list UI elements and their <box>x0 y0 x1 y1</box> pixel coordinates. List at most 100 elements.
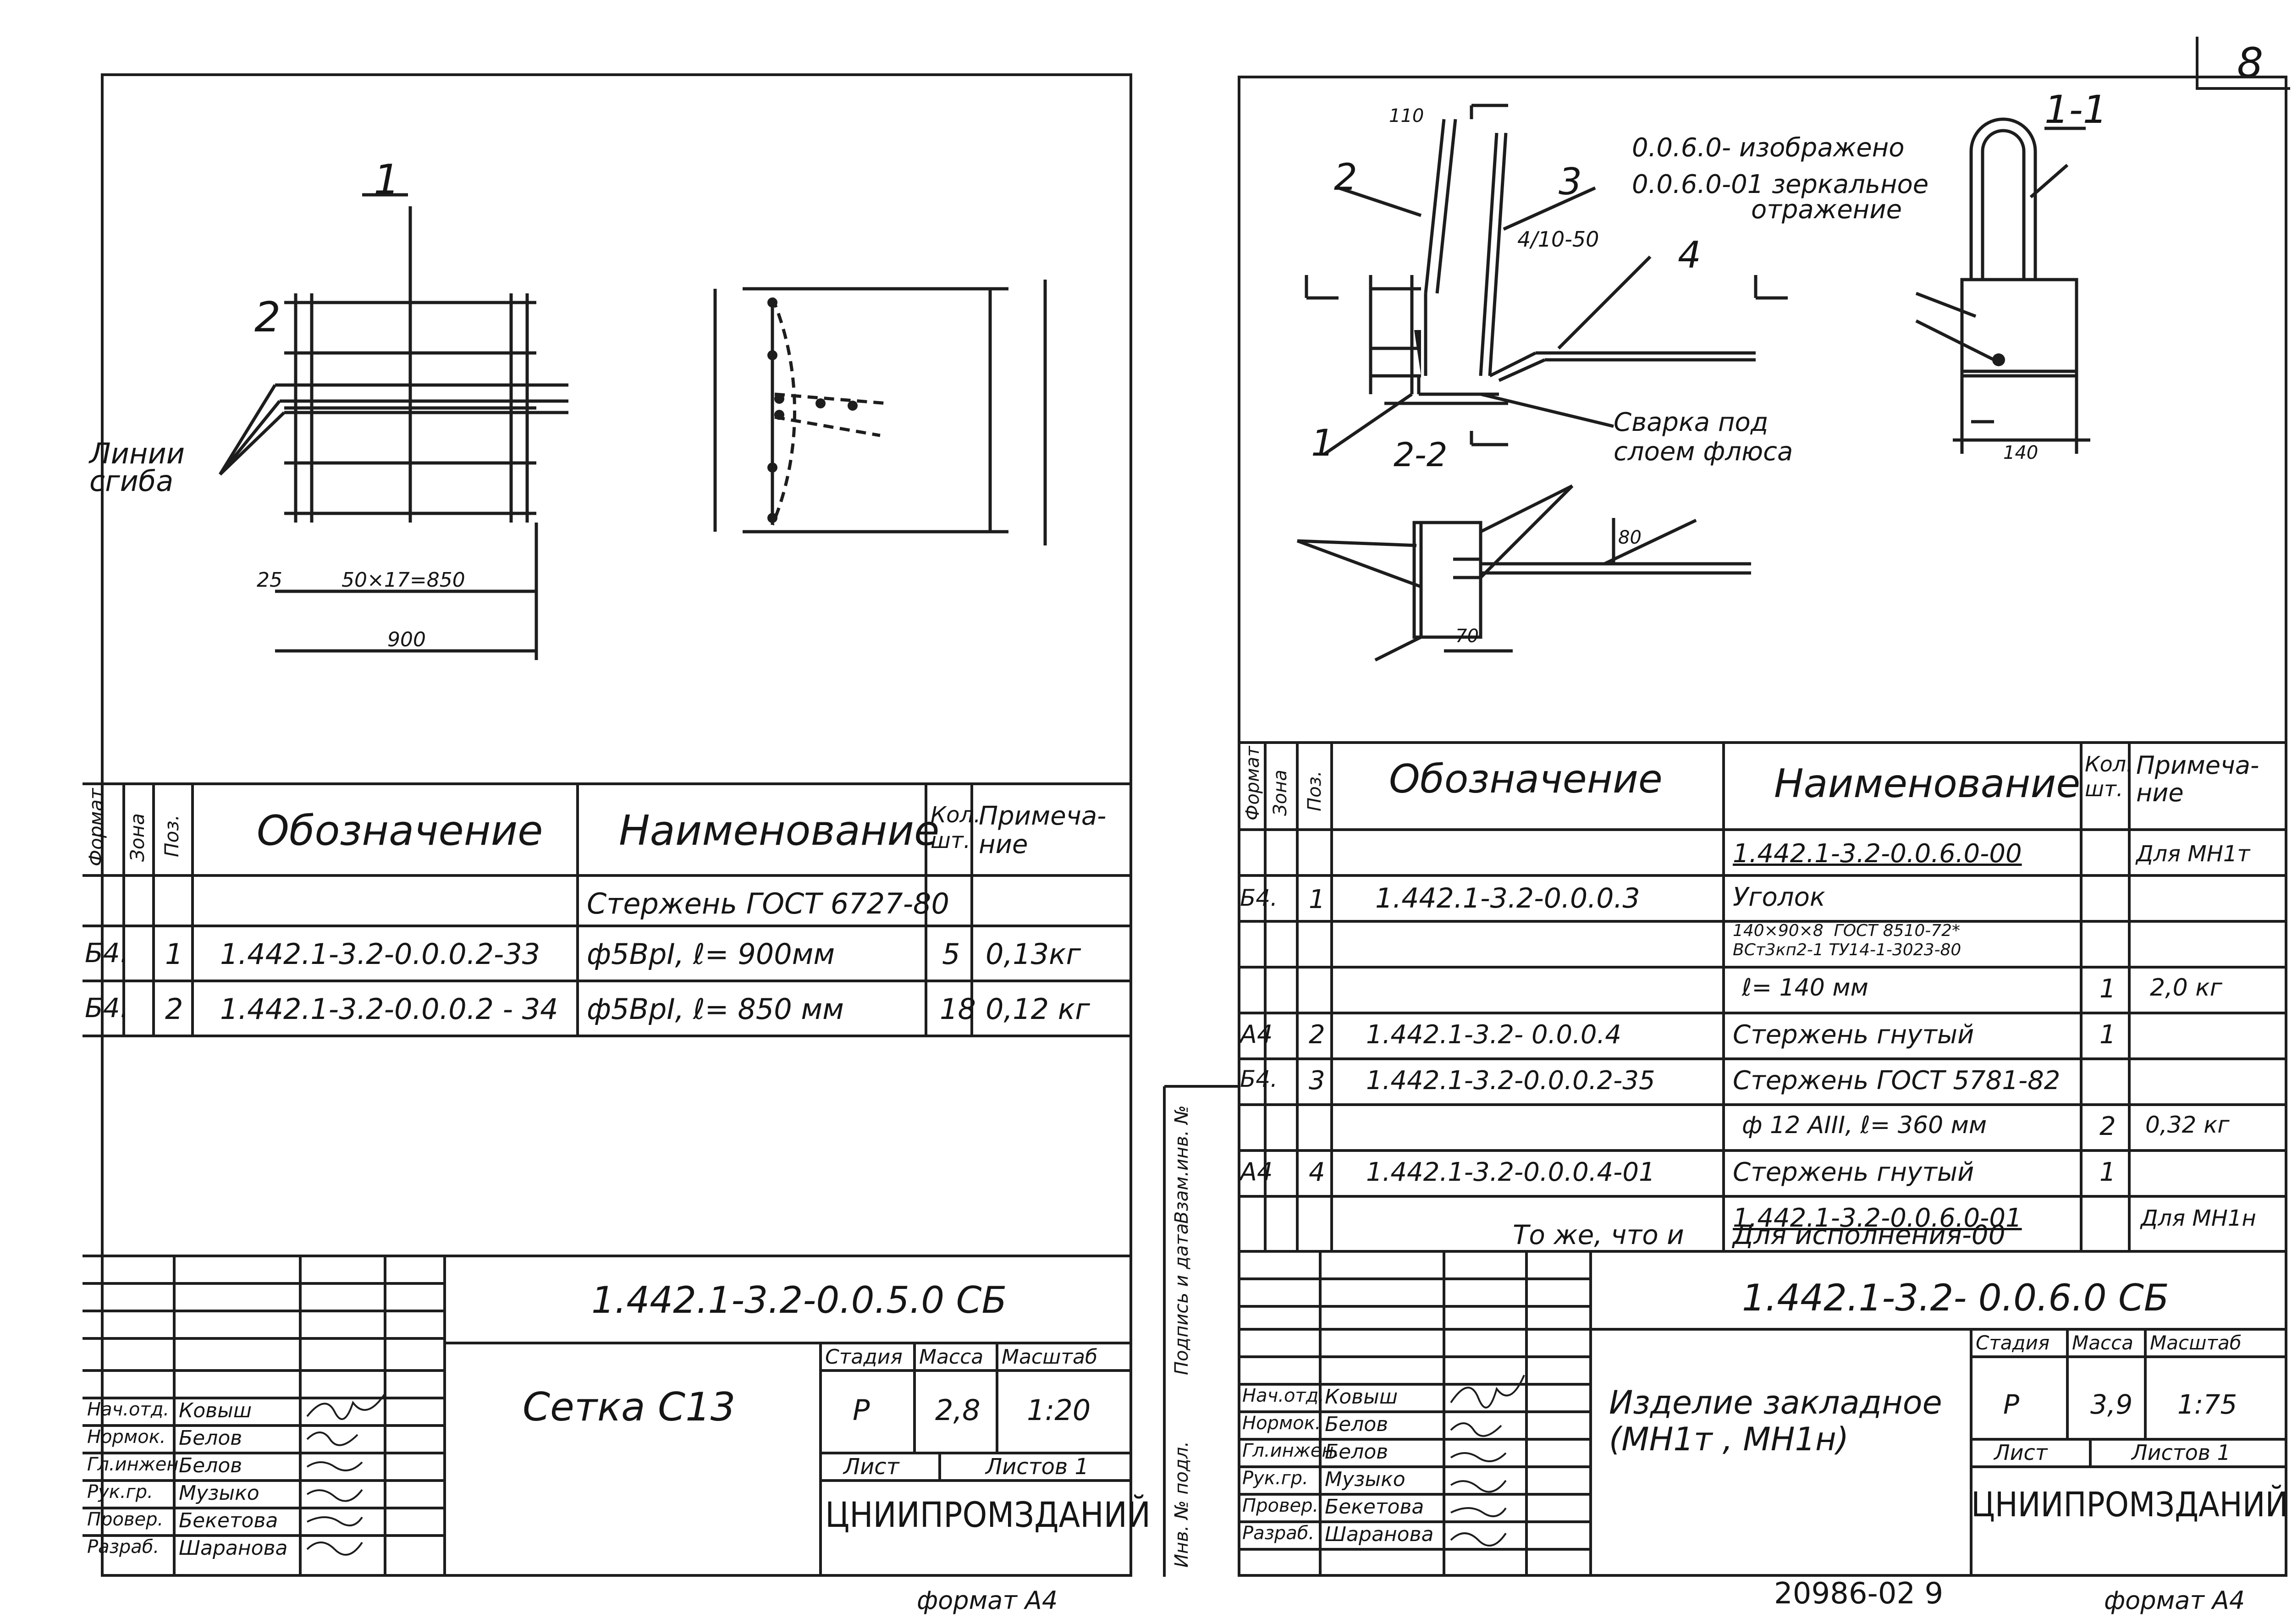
right-row6-name: ф 12 АIII, ℓ= 360 мм <box>1742 1112 1987 1139</box>
right-stage: Р <box>2003 1389 2019 1420</box>
left-org: ЦНИИПРОМЗДАНИЙ <box>825 1494 1151 1535</box>
right-weld-note: Сварка под слоем флюса <box>1614 407 1793 467</box>
right-dim-70: 70 <box>1455 626 1479 647</box>
right-label-2: 2 <box>1334 156 1357 198</box>
right-dim-80: 80 <box>1618 527 1642 548</box>
left-mass-label: Масса <box>919 1345 984 1369</box>
right-row0-name: 1.442.1-3.2-0.0.6.0-00 <box>1733 839 2022 869</box>
left-row1-designation: 1.442.1-3.2-0.0.0.2-33 <box>220 937 540 971</box>
left-header-note: Примеча- ние <box>979 801 1107 859</box>
right-section-2-2: 2-2 <box>1394 435 1448 474</box>
right-scale: 1:75 <box>2177 1389 2237 1420</box>
left-sheet <box>101 73 1132 1577</box>
left-doc-title: Сетка С13 <box>523 1384 736 1430</box>
right-row1-designation: 1.442.1-3.2-0.0.0.3 <box>1375 882 1640 914</box>
right-row9-name: Для исполнения-00 <box>1733 1219 2006 1250</box>
left-sheets-label: Листов 1 <box>986 1454 1089 1480</box>
left-row0-name: Стержень ГОСТ 6727-80 <box>587 887 949 920</box>
left-format: формат А4 <box>917 1586 1058 1615</box>
left-role-2: Гл.инжен. <box>87 1454 185 1475</box>
right-row6-qty: 2 <box>2099 1112 2116 1141</box>
right-row5-designation: 1.442.1-3.2-0.0.0.2-35 <box>1366 1066 1655 1096</box>
right-mass: 3,9 <box>2090 1389 2133 1420</box>
right-doc-title: Изделие закладное (МН1т , МН1н) <box>1609 1384 1942 1458</box>
right-row3-qty: 1 <box>2099 974 2116 1004</box>
right-note-line1: 0.0.6.0- изображено <box>1632 133 1905 163</box>
right-row6-note: 0,32 кг <box>2145 1112 2230 1138</box>
right-row8-name: 1.442.1-3.2-0.0.6.0-01 <box>1733 1203 2022 1233</box>
right-stage-label: Стадия <box>1976 1332 2050 1354</box>
right-sheet-label: Лист <box>1994 1440 2048 1465</box>
right-dim-140: 140 <box>2003 442 2039 463</box>
right-name-1: Белов <box>1325 1413 1388 1436</box>
left-role-3: Рук.гр. <box>87 1481 153 1503</box>
right-note-line3: отражение <box>1751 195 1902 225</box>
bend-lines-label: Линии сгиба <box>89 437 185 498</box>
left-scale-label: Масштаб <box>1002 1345 1098 1369</box>
right-row4-format: А4 <box>1240 1020 1273 1049</box>
left-row1-qty: 5 <box>942 937 960 971</box>
right-row2-name: 140×90×8 ГОСТ 8510-72* ВСт3кп2-1 ТУ14-1-… <box>1733 921 1961 959</box>
right-role-3: Рук.гр. <box>1242 1468 1308 1489</box>
left-name-3: Музыко <box>179 1481 259 1505</box>
mesh-pos1-label: 1 <box>374 156 400 204</box>
right-row1-format: Б4. <box>1240 885 1278 911</box>
right-row3-name: ℓ= 140 мм <box>1742 974 1868 1002</box>
left-row1-format: Б4. <box>85 937 129 969</box>
left-header-designation: Обозначение <box>257 807 543 855</box>
left-name-2: Белов <box>179 1454 242 1477</box>
right-name-3: Музыко <box>1325 1468 1405 1491</box>
left-name-5: Шаранова <box>179 1536 288 1560</box>
right-row4-name: Стержень гнутый <box>1733 1020 1974 1050</box>
page-number: 8 <box>2237 39 2264 87</box>
left-row1-pos: 1 <box>165 937 183 971</box>
mesh-pos2-label: 2 <box>254 293 281 341</box>
right-row1-name: Уголок <box>1733 882 1825 912</box>
right-label-3: 3 <box>1559 160 1582 203</box>
right-row4-designation: 1.442.1-3.2- 0.0.0.4 <box>1366 1020 1621 1050</box>
right-mass-label: Масса <box>2072 1332 2133 1354</box>
left-scale: 1:20 <box>1027 1393 1091 1427</box>
right-row7-name: Стержень гнутый <box>1733 1157 1974 1187</box>
right-header-note: Примеча- ние <box>2136 751 2259 807</box>
right-header-name: Наименование <box>1774 761 2081 807</box>
right-row4-pos: 2 <box>1309 1020 1325 1050</box>
left-sheet-label: Лист <box>843 1454 899 1480</box>
right-org: ЦНИИПРОМЗДАНИЙ <box>1971 1485 2288 1525</box>
dim-25: 25 <box>257 568 282 592</box>
right-name-2: Белов <box>1325 1440 1388 1464</box>
right-section-1-1: 1-1 <box>2044 87 2108 132</box>
right-role-1: Нормок. <box>1242 1413 1321 1434</box>
right-row7-format: А4 <box>1240 1157 1273 1186</box>
right-row7-pos: 4 <box>1309 1157 1325 1187</box>
right-label-1: 1 <box>1311 422 1334 464</box>
left-role-4: Провер. <box>87 1509 164 1530</box>
left-role-5: Разраб. <box>87 1536 160 1558</box>
right-row3-note: 2,0 кг <box>2150 974 2222 1002</box>
right-name-5: Шаранова <box>1325 1523 1434 1546</box>
right-row0-note: Для МН1т <box>2136 841 2250 867</box>
left-name-4: Бекетова <box>179 1509 278 1532</box>
right-weld-symbol: 4/10-50 <box>1517 227 1599 252</box>
right-format: формат А4 <box>2104 1586 2245 1615</box>
left-row2-pos: 2 <box>165 992 183 1026</box>
right-row5-pos: 3 <box>1309 1066 1325 1096</box>
right-role-5: Разраб. <box>1242 1523 1315 1544</box>
left-header-name: Наименование <box>619 807 940 855</box>
right-name-4: Бекетова <box>1325 1495 1424 1519</box>
left-row2-note: 0,12 кг <box>986 992 1090 1026</box>
right-note-line2: 0.0.6.0-01 зеркальное <box>1632 170 1929 199</box>
right-header-qty: Кол. шт. <box>2085 752 2133 801</box>
left-role-1: Нормок. <box>87 1426 166 1448</box>
left-mass: 2,8 <box>935 1393 981 1427</box>
right-header-designation: Обозначение <box>1389 756 1663 802</box>
right-doc-code: 1.442.1-3.2- 0.0.6.0 СБ <box>1742 1277 2169 1319</box>
left-stage-label: Стадия <box>825 1345 903 1369</box>
